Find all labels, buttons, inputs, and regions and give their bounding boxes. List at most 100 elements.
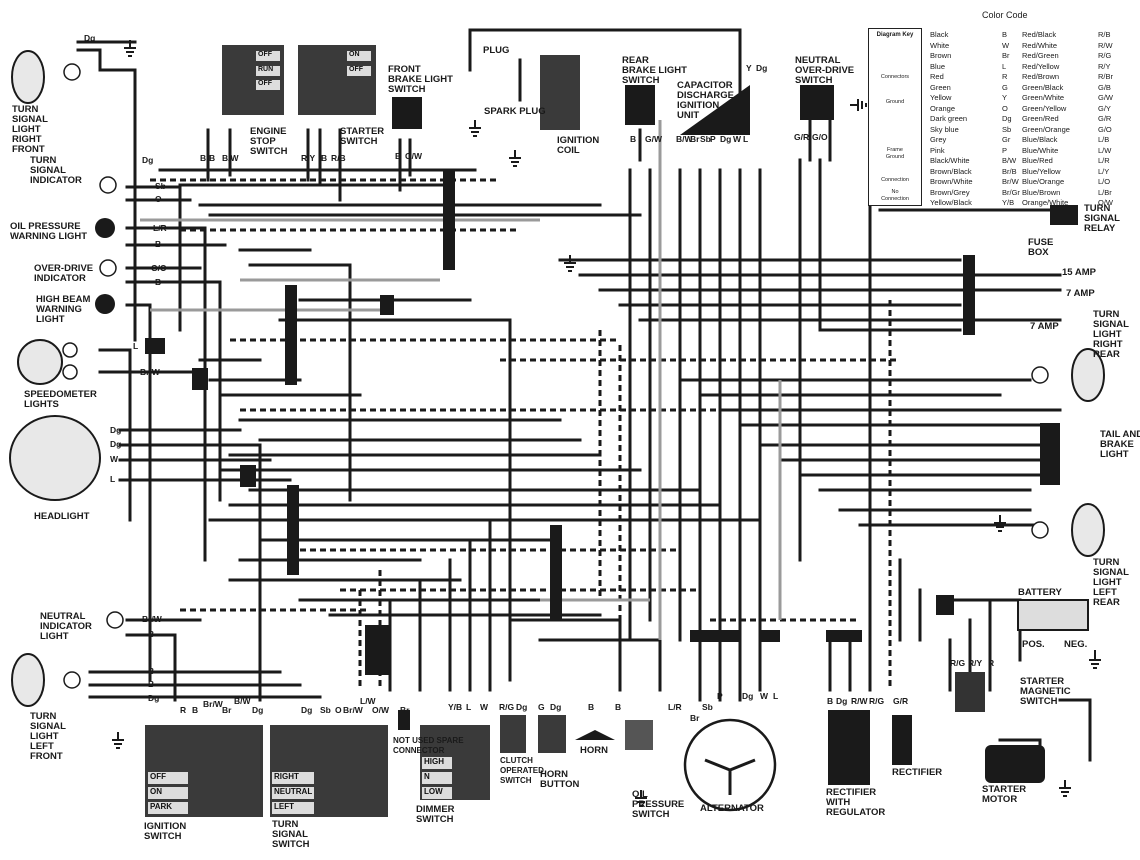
label-alternator: ALTERNATOR (700, 803, 764, 814)
color-abbr: L/Br (1098, 187, 1112, 197)
wire-sm-ry: R/Y (968, 658, 983, 668)
starter-on: ON (347, 51, 371, 61)
wire-dg-top: Dg (84, 33, 96, 43)
wire-brw: Br/W (140, 367, 160, 377)
dimmer-low: LOW (422, 787, 452, 799)
wire-sm-r: R (988, 658, 995, 668)
wire-alt-br: Br (690, 713, 700, 723)
wire-rr-dg: Dg (836, 696, 848, 706)
color-name: Green/Yellow (1022, 103, 1067, 113)
label-engine-stop-switch: ENGINE STOP SWITCH (250, 126, 288, 157)
color-name: Red/Black (1022, 30, 1057, 39)
wire-ts-dg: Dg (252, 705, 264, 715)
turn-signal-neutral: NEUTRAL (272, 787, 314, 799)
wire-dm-yb: Y/B (448, 702, 463, 712)
wire-ts-sb: Sb (320, 705, 331, 715)
dimmer-high: HIGH (422, 757, 452, 769)
color-abbr: R/Y (1098, 61, 1111, 71)
wire-cdi-dg: Dg (720, 134, 732, 144)
label-ignition-coil: IGNITION COIL (557, 135, 600, 156)
color-abbr: R/Br (1098, 72, 1113, 81)
diagram-key-connection: Connection (881, 177, 909, 183)
diagram-key-frame-ground: Ground (885, 154, 905, 160)
wire-hb-dg: Dg (550, 702, 562, 712)
wire-alt-l: L (773, 691, 779, 701)
color-name: Yellow/Black (930, 198, 972, 207)
wire-ts-o: O (335, 705, 342, 715)
label-turn-signal-right-rear: TURN SIGNAL LIGHT RIGHT REAR (1093, 309, 1129, 360)
wire-cdi-br: Br (690, 134, 700, 144)
wire-b1: B (155, 239, 162, 249)
label-spark-plug: SPARK PLUG (484, 106, 546, 117)
wire-ts-ow: O/W (372, 705, 389, 715)
color-name: Green/Black (1022, 82, 1064, 92)
wire-cdi-w: W (733, 134, 742, 144)
color-abbr: Y/B (1002, 198, 1015, 207)
wire-dg-c: Dg (756, 63, 768, 73)
color-code-title: Color Code (982, 10, 1028, 20)
color-name: Brown/Black (930, 166, 972, 176)
label-battery: BATTERY (1018, 587, 1062, 598)
wire-dg-l: Dg (148, 693, 160, 703)
color-name: Grey (930, 135, 947, 144)
diagram-key: Diagram Key Connectors Ground Frame Grou… (868, 28, 922, 206)
label-plug-top: PLUG (483, 45, 510, 56)
color-abbr: R (1002, 72, 1008, 81)
color-abbr: B (1002, 30, 1008, 39)
color-name: Orange/White (1022, 198, 1069, 207)
engine-stop-off-2: OFF (256, 80, 280, 90)
color-name: Black (930, 30, 949, 39)
label-neutral-overdrive-switch: NEUTRAL OVER-DRIVE SWITCH (795, 55, 855, 86)
color-abbr: R/G (1098, 51, 1112, 60)
color-name: Green/Red (1022, 114, 1059, 123)
wire-ns-gr: G/R (794, 132, 810, 142)
label-headlight: HEADLIGHT (34, 511, 90, 522)
label-front-brake-switch: FRONT BRAKE LIGHT SWITCH (388, 64, 453, 95)
wire-brw2: Br/W (142, 614, 162, 624)
turn-signal-right: RIGHT (272, 772, 314, 784)
color-name: Blue/Red (1022, 156, 1053, 165)
wire-sb: Sb (155, 181, 166, 191)
wire-ns-go: G/O (812, 132, 828, 142)
diagram-key-no: No (891, 189, 899, 195)
color-name: Green/Orange (1022, 124, 1070, 134)
color-code-row: Black B Red/Black R/B (930, 30, 1140, 40)
wire-es-bw: B/W (222, 153, 239, 163)
label-turn-signal-relay: TURN SIGNAL RELAY (1084, 203, 1120, 234)
wire-ign-r: R (180, 705, 187, 715)
label-fuse-7b: 7 AMP (1030, 321, 1059, 332)
color-name: Red/White (1022, 40, 1058, 50)
diagram-key-connectors: Connectors (880, 74, 910, 80)
color-name: Pink (930, 145, 945, 155)
color-name: Red/Green (1022, 51, 1059, 60)
label-starter-magnetic-switch: STARTER MAGNETIC SWITCH (1020, 676, 1071, 707)
color-abbr: L (1002, 61, 1007, 71)
wire-alt-w: W (760, 691, 769, 701)
color-name: Yellow (930, 93, 952, 102)
wire-cdi-bw: B/W (676, 134, 693, 144)
engine-stop-off-1: OFF (256, 51, 280, 61)
wire-rr-b: B (827, 696, 834, 706)
label-dimmer-switch: DIMMER SWITCH (416, 804, 455, 825)
color-abbr: Br/W (1002, 177, 1019, 186)
label-rectifier: RECTIFIER (892, 767, 943, 778)
color-abbr: R/W (1098, 40, 1113, 50)
wire-ts-lw: L/W (360, 696, 376, 706)
wire-ign-br: Br (222, 705, 232, 715)
color-abbr: Br (1002, 51, 1010, 60)
wire-es-b2: B (209, 153, 216, 163)
color-abbr: R/B (1098, 30, 1111, 39)
color-name: Red/Brown (1022, 72, 1060, 81)
wire-cdi-p: P (710, 134, 716, 144)
color-abbr: L/B (1098, 135, 1110, 144)
dimmer-n: N (422, 772, 452, 784)
